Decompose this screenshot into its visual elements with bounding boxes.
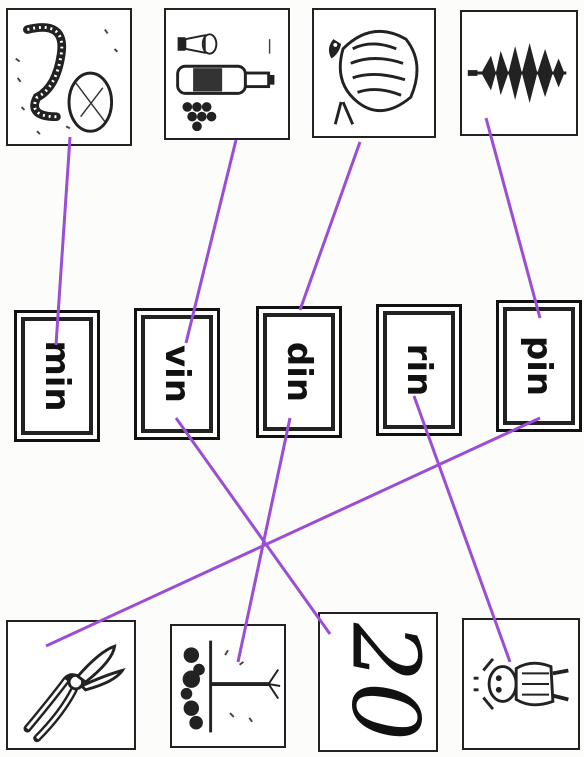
wine-picture[interactable]	[164, 8, 290, 140]
word-label: pin	[519, 335, 559, 397]
snake-and-rock-icon	[15, 23, 119, 135]
match-line-pliers	[45, 416, 541, 648]
pliers-icon	[23, 644, 126, 743]
turkey-picture[interactable]	[312, 8, 436, 138]
number-twenty-drawing: 20	[332, 622, 436, 741]
match-line-din	[298, 141, 362, 311]
word-label: vin	[157, 344, 197, 404]
character-picture[interactable]	[462, 618, 580, 750]
number-twenty-card[interactable]: 20	[318, 612, 438, 752]
pine-tree-icon	[467, 43, 567, 103]
wine-bottle-and-grapes-icon	[176, 33, 275, 132]
pine-tree-picture[interactable]	[460, 10, 578, 136]
snake-picture[interactable]	[6, 8, 132, 146]
word-card-vin[interactable]: vin	[134, 308, 220, 440]
number-twenty-text: 20	[332, 622, 436, 741]
word-card-rin[interactable]: rin	[376, 304, 462, 436]
word-card-min[interactable]: min	[14, 310, 100, 442]
forest-icon	[180, 640, 281, 733]
word-label: rin	[399, 343, 439, 397]
match-line-pin	[484, 117, 542, 319]
turkey-icon	[328, 30, 419, 125]
match-line-twenty	[174, 417, 332, 635]
word-label: din	[279, 341, 319, 403]
forest-picture[interactable]	[170, 624, 286, 748]
cartoon-character-icon	[473, 657, 569, 711]
word-card-din[interactable]: din	[256, 306, 342, 438]
word-label: min	[37, 340, 77, 412]
word-card-pin[interactable]: pin	[496, 300, 582, 432]
pliers-picture[interactable]	[6, 620, 136, 750]
